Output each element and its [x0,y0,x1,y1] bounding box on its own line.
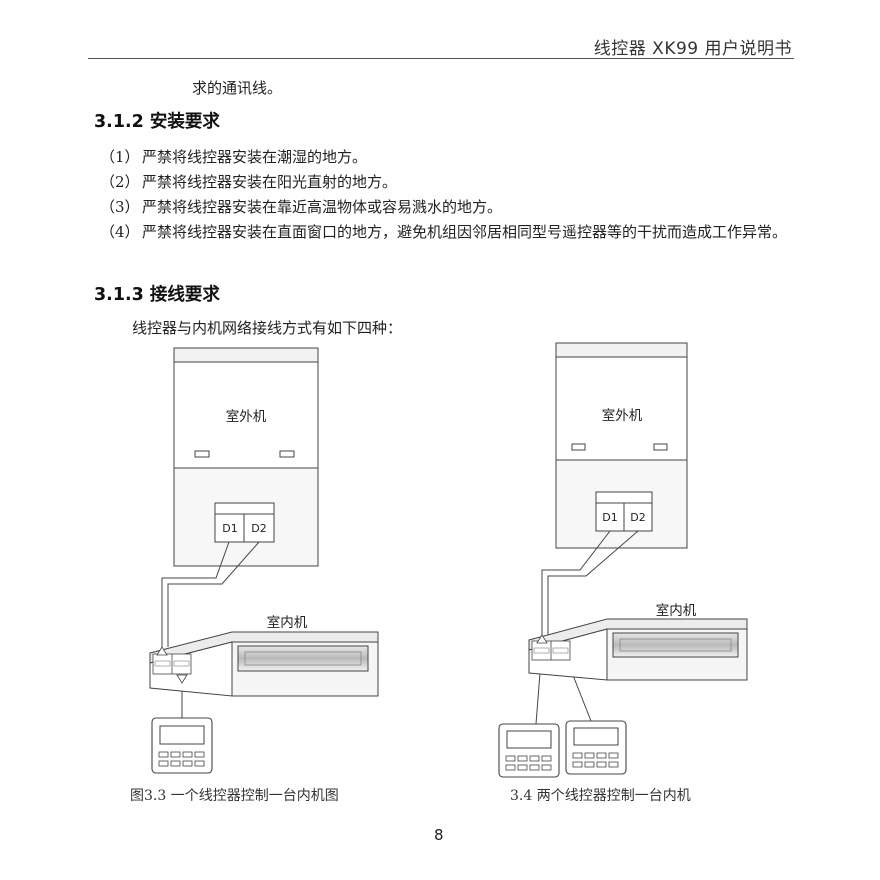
page-number: 8 [434,826,444,844]
header-divider [88,58,794,59]
wired-controller [498,723,560,778]
wired-controller [565,720,627,775]
list-item: （1） 严禁将线控器安装在潮湿的地方。 [100,145,800,170]
list-item-number: （2） [100,173,140,191]
outdoor-unit-label: 室外机 [226,408,267,425]
list-item-text: 严禁将线控器安装在阳光直射的地方。 [142,173,398,191]
outdoor-unit: 室外机 D1 D2 [555,342,688,549]
install-requirements-list: （1） 严禁将线控器安装在潮湿的地方。 （2） 严禁将线控器安装在阳光直射的地方… [100,145,800,245]
indoor-unit: 室内机 [528,602,748,681]
section-313-intro: 线控器与内机网络接线方式有如下四种： [132,319,403,337]
terminal-d2-label: D2 [251,522,266,535]
terminal-d1-label: D1 [222,522,237,535]
terminal-d2-label: D2 [630,511,645,524]
list-item-text: 严禁将线控器安装在潮湿的地方。 [142,148,368,166]
figure-left-caption: 图3.3 一个线控器控制一台内机图 [130,788,339,804]
list-item-number: （1） [100,148,140,166]
list-item-number: （4） [100,223,140,241]
terminal-d1-label: D1 [602,511,617,524]
indoor-unit: 室内机 [149,614,379,697]
list-item: （4） 严禁将线控器安装在直面窗口的地方，避免机组因邻居相同型号遥控器等的干扰而… [100,220,802,245]
list-item: （3） 严禁将线控器安装在靠近高温物体或容易溅水的地方。 [100,195,800,220]
list-item: （2） 严禁将线控器安装在阳光直射的地方。 [100,170,800,195]
wired-controller [151,717,213,774]
intro-fragment: 求的通讯线。 [192,79,283,97]
section-312-heading: 3.1.2 安装要求 [94,112,220,132]
document-header-title: 线控器 XK99 用户说明书 [593,39,792,59]
list-item-number: （3） [100,198,140,216]
list-item-text: 严禁将线控器安装在靠近高温物体或容易溅水的地方。 [142,198,503,216]
indoor-unit-label: 室内机 [656,602,697,619]
outdoor-unit: 室外机 D1 D2 [173,347,319,567]
figure-right: 室外机 D1 D2 室内机 [498,342,748,804]
outdoor-unit-label: 室外机 [602,407,643,424]
figure-right-caption: 3.4 两个线控器控制一台内机 [510,788,691,804]
section-313-heading: 3.1.3 接线要求 [94,285,220,305]
indoor-unit-label: 室内机 [267,614,308,631]
figure-left: 室外机 D1 D2 室内机 [130,347,379,804]
list-item-text: 严禁将线控器安装在直面窗口的地方，避免机组因邻居相同型号遥控器等的干扰而造成工作… [142,223,788,241]
